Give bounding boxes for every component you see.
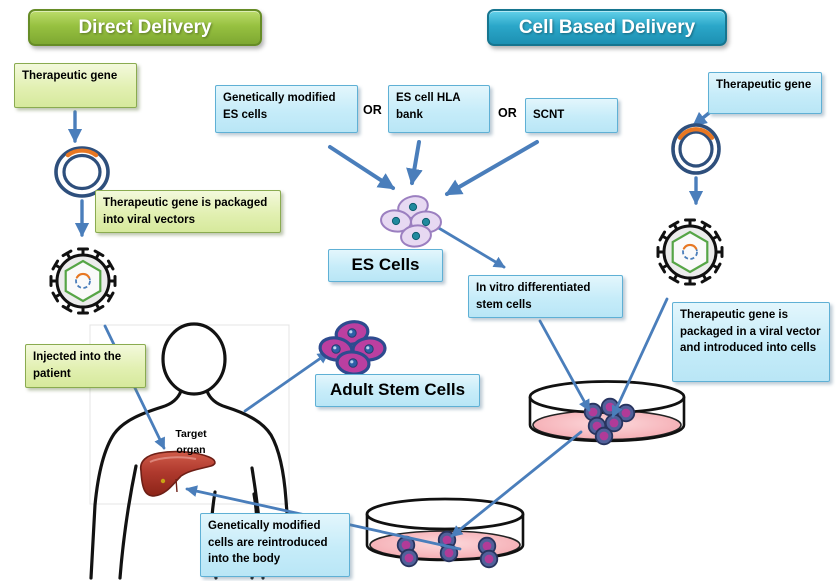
or-label-1: OR [363, 103, 382, 117]
reintroduced-into-body-box: Genetically modified cells are reintrodu… [200, 513, 350, 577]
or-label-2: OR [498, 106, 517, 120]
arrow-escells-to-invitro [435, 225, 506, 269]
plasmid-icon-left [54, 146, 110, 198]
arrow-scnt-to-escells [444, 140, 539, 196]
arrow-hla-to-escells [406, 140, 423, 186]
direct-delivery-header: Direct Delivery [28, 9, 262, 46]
plasmid-icon-right [671, 123, 721, 175]
arrow-invitro-to-dish [538, 319, 591, 412]
therapeutic-gene-box-right: Therapeutic gene [708, 72, 822, 114]
liver-icon [139, 450, 216, 497]
packaged-in-viral-vector-box: Therapeutic gene is packaged in a viral … [672, 302, 830, 382]
adult-stem-cells-label-box: Adult Stem Cells [315, 374, 480, 407]
petri-dish-lower-icon [365, 497, 525, 569]
in-vitro-differentiated-box: In vitro differentiated stem cells [468, 275, 623, 318]
therapeutic-gene-box-left: Therapeutic gene [14, 63, 137, 108]
arrow-body-to-adultcells [243, 351, 330, 413]
arrow-virus-to-dish [611, 297, 669, 418]
scnt-box: SCNT [525, 98, 618, 133]
dish-cell-cluster [396, 530, 499, 569]
virus-icon-right [656, 218, 724, 286]
genetically-modified-es-cells-box: Genetically modified ES cells [215, 85, 358, 133]
injected-into-patient-box: Injected into the patient [25, 344, 146, 388]
es-cell-hla-bank-box: ES cell HLA bank [388, 85, 490, 133]
es-cells-label-box: ES Cells [328, 249, 443, 282]
packaged-into-viral-vectors-box: Therapeutic gene is packaged into viral … [95, 190, 281, 233]
adult-stem-cell-cluster-icon [318, 320, 387, 376]
target-organ-label: Target organ [175, 428, 207, 457]
arrow-dish-to-dish [450, 430, 583, 538]
dish-cell-cluster [583, 397, 636, 446]
petri-dish-upper-icon [528, 380, 686, 446]
cell-based-delivery-header: Cell Based Delivery [487, 9, 727, 46]
es-cell-cluster-icon [380, 195, 442, 248]
virus-icon-left [49, 247, 117, 315]
arrow-gmes-to-escells [328, 145, 396, 190]
